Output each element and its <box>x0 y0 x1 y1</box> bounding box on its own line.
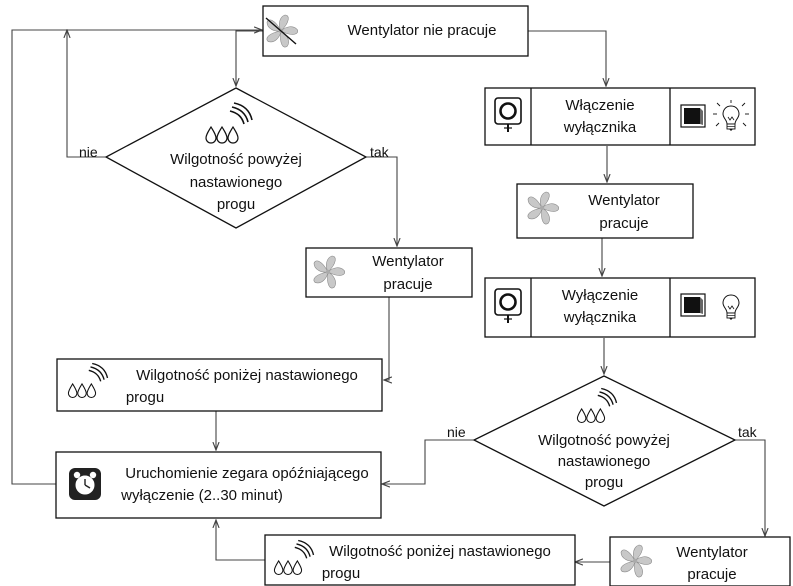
decision-right-line2: nastawionego <box>558 453 651 470</box>
node-fan-on-bottom-line2: pracuje <box>687 566 736 583</box>
edge-fan-off-to-switch-on <box>528 30 606 86</box>
decision-right-line1: Wilgotność powyżej <box>538 432 670 449</box>
node-switch-off: Wyłączenie wyłącznika <box>484 277 756 338</box>
edge-left-no <box>67 30 106 158</box>
node-humidity-low-left-line1: Wilgotność poniżej nastawionego <box>136 367 358 384</box>
decision-left-line3: progu <box>217 196 255 213</box>
decision-left-line1: Wilgotność powyżej <box>170 151 302 168</box>
node-switch-on-line2: wyłącznika <box>563 119 637 136</box>
node-timer-line1: Uruchomienie zegara opóźniającego <box>125 465 369 482</box>
node-switch-off-line2: wyłącznika <box>563 309 637 326</box>
node-fan-on-left-line2: pracuje <box>383 276 432 293</box>
decision-right-line3: progu <box>585 474 623 491</box>
fan-off-icon <box>264 14 299 49</box>
node-humidity-low-bottom-line1: Wilgotność poniżej nastawionego <box>329 543 551 560</box>
edge-humidity-bottom-to-timer <box>216 520 265 561</box>
node-fan-on-left: Wentylator pracuje <box>305 247 473 298</box>
node-humidity-low-bottom-line2: progu <box>322 565 360 582</box>
edge-right-no <box>382 439 474 484</box>
edge-fan-left-to-humidity <box>384 297 389 380</box>
node-fan-on-bottom: Wentylator pracuje <box>609 536 791 586</box>
decision-humidity-right: Wilgotność powyżej nastawionego progu <box>472 375 737 507</box>
node-fan-off-label: Wentylator nie pracuje <box>348 22 497 39</box>
edge-fan-off-to-left-diamond <box>236 30 263 86</box>
connectors <box>11 30 765 562</box>
edge-right-yes <box>735 439 765 536</box>
edge-label-left-no: nie <box>79 144 98 160</box>
node-fan-on-bottom-line1: Wentylator <box>676 544 747 561</box>
node-fan-on-left-line1: Wentylator <box>372 253 443 270</box>
rocker-switch-icon <box>680 293 706 317</box>
node-switch-on: Włączenie wyłącznika <box>484 87 756 146</box>
edge-label-right-no: nie <box>447 424 466 440</box>
node-switch-off-line1: Wyłączenie <box>562 287 639 304</box>
node-fan-on-right: Wentylator pracuje <box>516 183 694 239</box>
edge-left-yes <box>366 156 397 246</box>
node-timer: Uruchomienie zegara opóźniającego wyłącz… <box>55 451 382 519</box>
edge-label-right-yes: tak <box>738 424 758 440</box>
node-switch-on-line1: Włączenie <box>565 97 634 114</box>
node-fan-off: Wentylator nie pracuje <box>262 5 529 57</box>
edge-label-left-yes: tak <box>370 144 390 160</box>
alarm-clock-icon <box>69 468 101 500</box>
node-fan-on-right-line1: Wentylator <box>588 192 659 209</box>
node-humidity-low-left-line2: progu <box>126 389 164 406</box>
node-humidity-low-bottom: Wilgotność poniżej nastawionego progu <box>264 534 576 586</box>
edge-timer-loop <box>11 30 262 485</box>
node-timer-line2: wyłączenie (2..30 minut) <box>120 487 283 504</box>
rocker-switch-icon <box>680 104 706 128</box>
node-fan-on-right-line2: pracuje <box>599 215 648 232</box>
decision-humidity-left: Wilgotność powyżej nastawionego progu <box>104 87 368 229</box>
decision-left-line2: nastawionego <box>190 174 283 191</box>
node-humidity-low-left: Wilgotność poniżej nastawionego progu <box>56 358 383 412</box>
